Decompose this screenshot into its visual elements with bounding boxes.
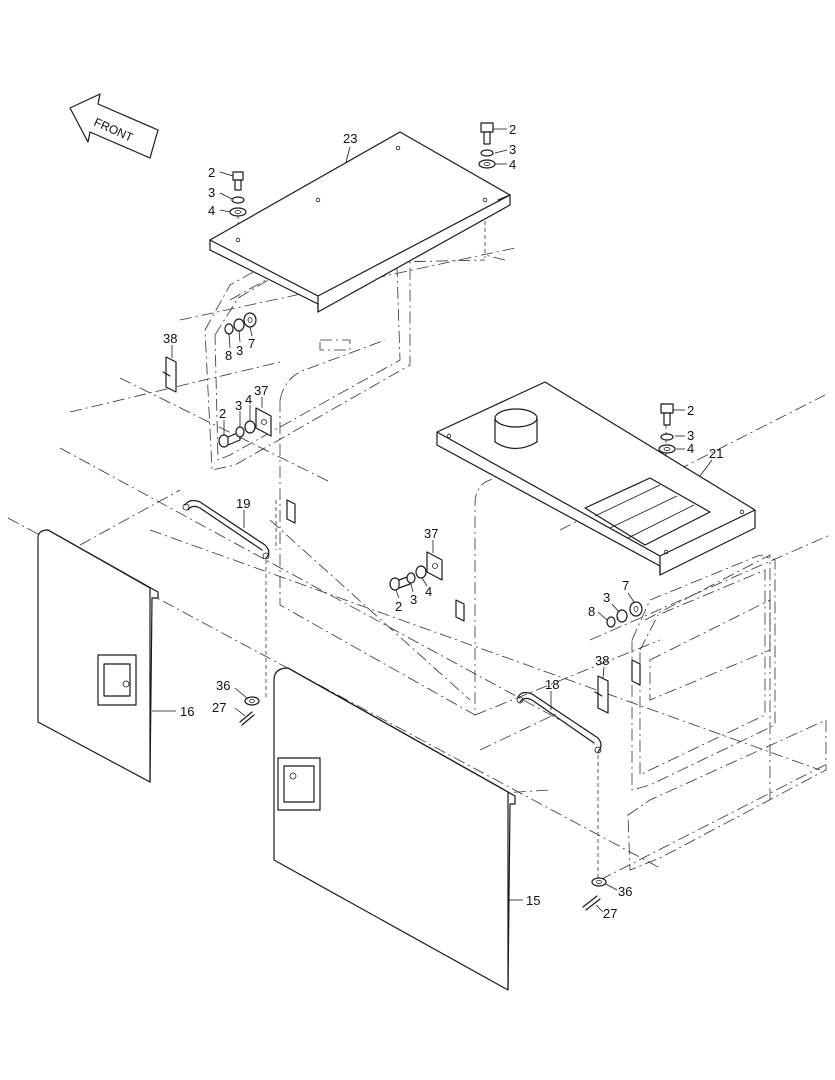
callout-2: 2 bbox=[395, 599, 402, 614]
catch-37-left bbox=[255, 407, 272, 437]
callout-4: 4 bbox=[687, 441, 694, 456]
callout-38: 38 bbox=[595, 653, 609, 668]
callout-2: 2 bbox=[687, 403, 694, 418]
cabinet-body bbox=[279, 339, 771, 800]
callout-37: 37 bbox=[424, 526, 438, 541]
top-panel-23 bbox=[209, 131, 511, 313]
side-door-15 bbox=[273, 667, 516, 991]
callout-15: 15 bbox=[526, 893, 540, 908]
callout-27: 27 bbox=[603, 906, 617, 921]
fasteners bbox=[218, 122, 676, 911]
callout-4: 4 bbox=[208, 203, 215, 218]
callout-3: 3 bbox=[410, 592, 417, 607]
callout-3: 3 bbox=[208, 185, 215, 200]
callout-3: 3 bbox=[236, 343, 243, 358]
handle-19 bbox=[182, 499, 270, 560]
callout-38: 38 bbox=[163, 331, 177, 346]
callout-8: 8 bbox=[588, 604, 595, 619]
callout-2: 2 bbox=[509, 122, 516, 137]
callout-36: 36 bbox=[216, 678, 230, 693]
callout-2: 2 bbox=[219, 406, 226, 421]
callout-21: 21 bbox=[709, 446, 723, 461]
callout-23: 23 bbox=[343, 131, 357, 146]
leader-lines bbox=[152, 128, 713, 913]
callout-7: 7 bbox=[622, 578, 629, 593]
callout-3: 3 bbox=[509, 142, 516, 157]
side-door-16 bbox=[37, 529, 159, 783]
callout-37: 37 bbox=[254, 383, 268, 398]
callout-3: 3 bbox=[603, 590, 610, 605]
callout-4: 4 bbox=[425, 584, 432, 599]
right-frame bbox=[627, 554, 827, 871]
bracket-38-left bbox=[162, 356, 177, 393]
callout-2: 2 bbox=[208, 165, 215, 180]
callout-3: 3 bbox=[235, 398, 242, 413]
callout-7: 7 bbox=[248, 336, 255, 351]
callout-8: 8 bbox=[225, 348, 232, 363]
strike-plates bbox=[286, 499, 641, 686]
catch-37-right bbox=[426, 551, 443, 581]
callout-36: 36 bbox=[618, 884, 632, 899]
callout-4: 4 bbox=[245, 392, 252, 407]
top-panel-21 bbox=[436, 381, 756, 576]
callout-18: 18 bbox=[545, 677, 559, 692]
front-arrow: FRONT bbox=[69, 93, 159, 159]
handle-18 bbox=[516, 691, 602, 754]
callout-16: 16 bbox=[180, 704, 194, 719]
bracket-38-right bbox=[594, 675, 609, 714]
callout-3: 3 bbox=[687, 428, 694, 443]
callout-labels: 23 2 3 4 2 3 4 38 8 3 7 2 3 4 37 19 2 3 … bbox=[163, 122, 723, 921]
callout-19: 19 bbox=[236, 496, 250, 511]
callout-4: 4 bbox=[509, 157, 516, 172]
callout-27: 27 bbox=[212, 700, 226, 715]
